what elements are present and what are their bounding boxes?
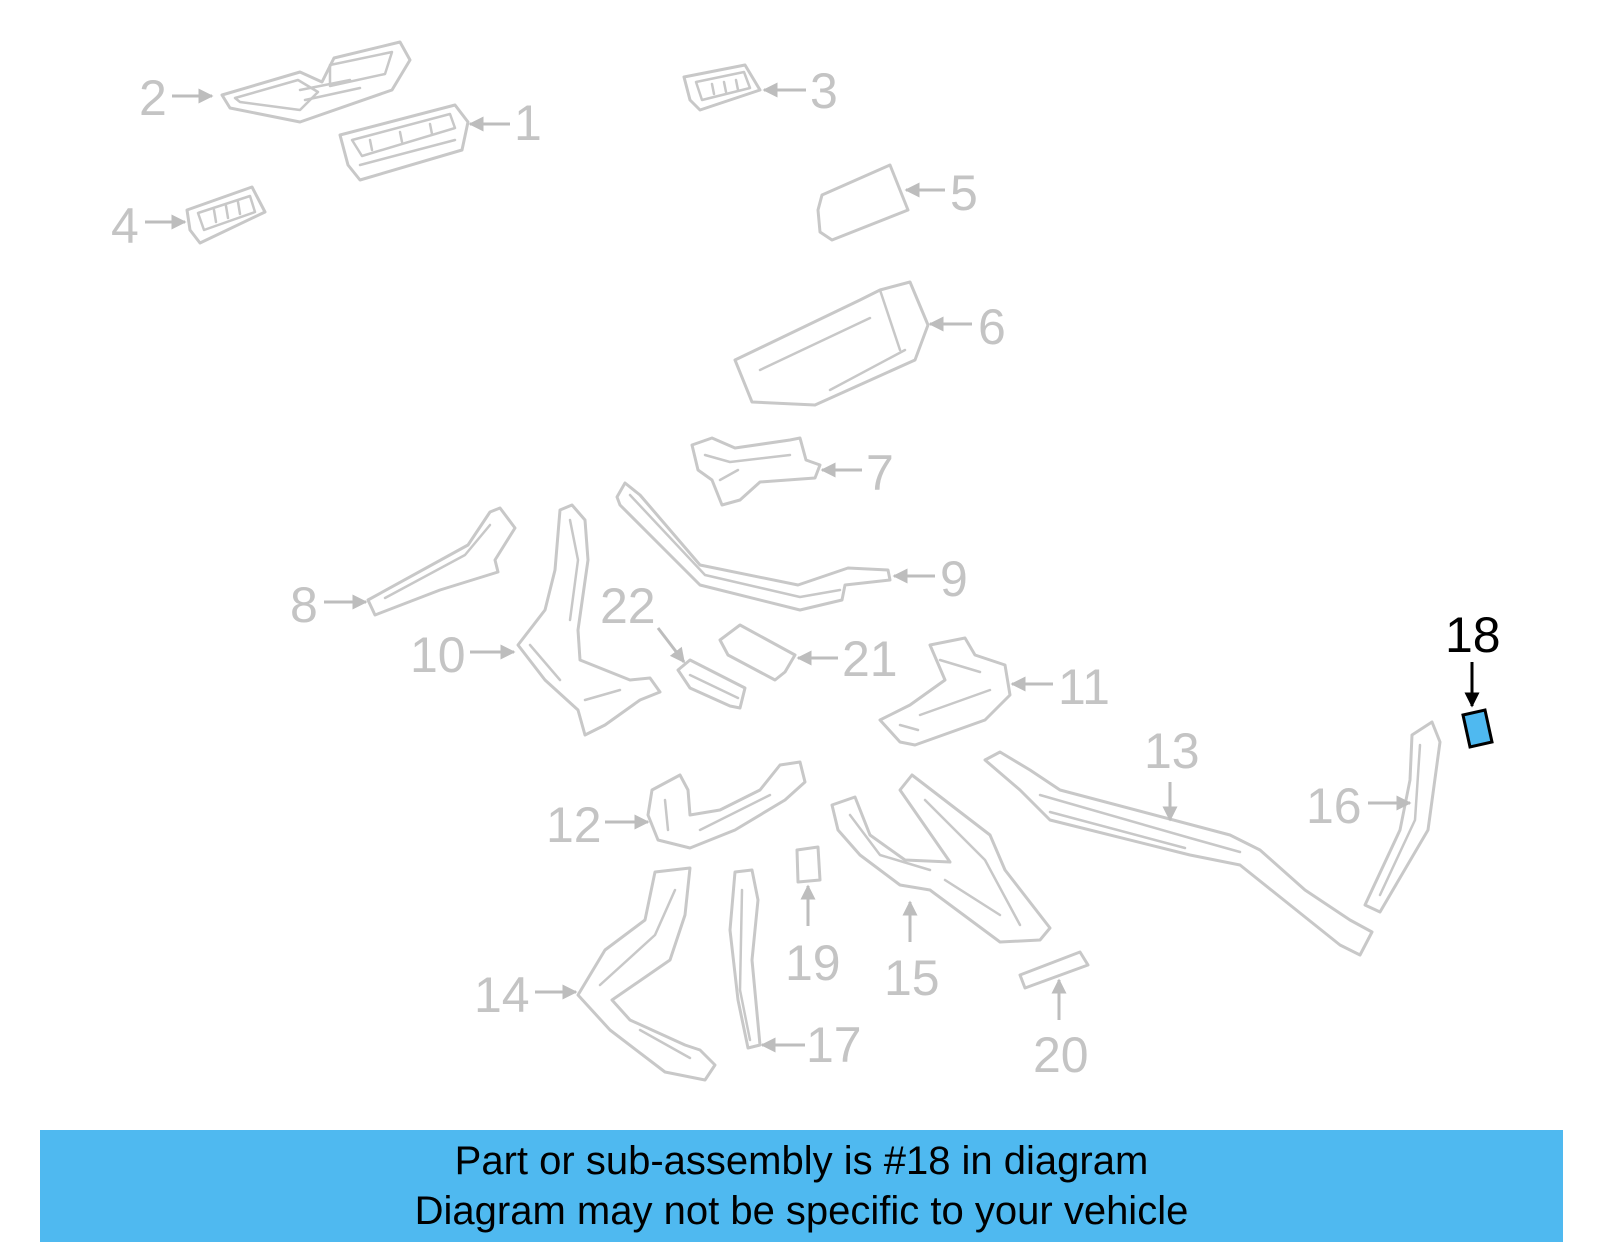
part-20-bar[interactable] (1018, 950, 1090, 990)
part-21-clip[interactable] (718, 623, 797, 682)
part-7-bracket-duct[interactable] (690, 436, 822, 507)
part-16-vertical-duct[interactable] (1363, 720, 1442, 914)
banner-line-disclaimer: Diagram may not be specific to your vehi… (414, 1189, 1189, 1233)
banner-line-part-number: Part or sub-assembly is #18 in diagram (454, 1139, 1149, 1183)
callout-4[interactable]: 4 (111, 198, 139, 254)
part-1-vent[interactable] (338, 103, 470, 182)
part-4-small-vent[interactable] (185, 185, 267, 245)
callout-9[interactable]: 9 (940, 551, 968, 607)
callout-6[interactable]: 6 (978, 299, 1006, 355)
callout-21[interactable]: 21 (842, 631, 898, 687)
part-8-duct[interactable] (366, 506, 517, 617)
callout-15[interactable]: 15 (884, 950, 940, 1006)
callout-labels: 2 1 3 4 5 6 7 8 9 10 11 12 13 14 15 16 1… (111, 63, 1501, 1083)
callout-14[interactable]: 14 (474, 967, 530, 1023)
part-9-long-duct[interactable] (615, 481, 892, 612)
callout-2[interactable]: 2 (139, 70, 167, 126)
part-5-plate[interactable] (816, 163, 910, 242)
callout-19[interactable]: 19 (785, 935, 841, 991)
callout-20[interactable]: 20 (1033, 1027, 1089, 1083)
callout-10[interactable]: 10 (410, 627, 466, 683)
callout-7[interactable]: 7 (866, 445, 894, 501)
leader-lines (145, 82, 1480, 1053)
part-12-duct[interactable] (646, 760, 807, 850)
callout-8[interactable]: 8 (290, 577, 318, 633)
part-3-small-vent[interactable] (682, 63, 762, 112)
part-13-long-floor-duct[interactable] (983, 750, 1374, 957)
info-banner: Part or sub-assembly is #18 in diagram D… (40, 1130, 1563, 1242)
callout-22[interactable]: 22 (600, 578, 656, 634)
part-11-duct[interactable] (878, 636, 1012, 747)
part-17-vertical-strip[interactable] (728, 868, 762, 1050)
part-2-center-vent-pair[interactable] (220, 40, 412, 124)
part-15-y-duct[interactable] (830, 773, 1052, 944)
callout-17[interactable]: 17 (806, 1017, 862, 1073)
part-19-block[interactable] (795, 845, 822, 884)
callout-12[interactable]: 12 (546, 797, 602, 853)
callout-13[interactable]: 13 (1144, 723, 1200, 779)
callout-11[interactable]: 11 (1058, 659, 1110, 715)
callout-3[interactable]: 3 (810, 63, 838, 119)
part-22-clip[interactable] (676, 658, 747, 710)
part-14-duct[interactable] (576, 866, 717, 1082)
callout-5[interactable]: 5 (950, 165, 978, 221)
callout-16[interactable]: 16 (1306, 778, 1362, 834)
part-18-clip-highlighted[interactable] (1461, 708, 1494, 749)
part-10-vertical-duct[interactable] (516, 503, 662, 737)
callout-1[interactable]: 1 (514, 95, 542, 151)
callout-18[interactable]: 18 (1445, 607, 1501, 663)
part-6-large-duct[interactable] (733, 280, 930, 407)
